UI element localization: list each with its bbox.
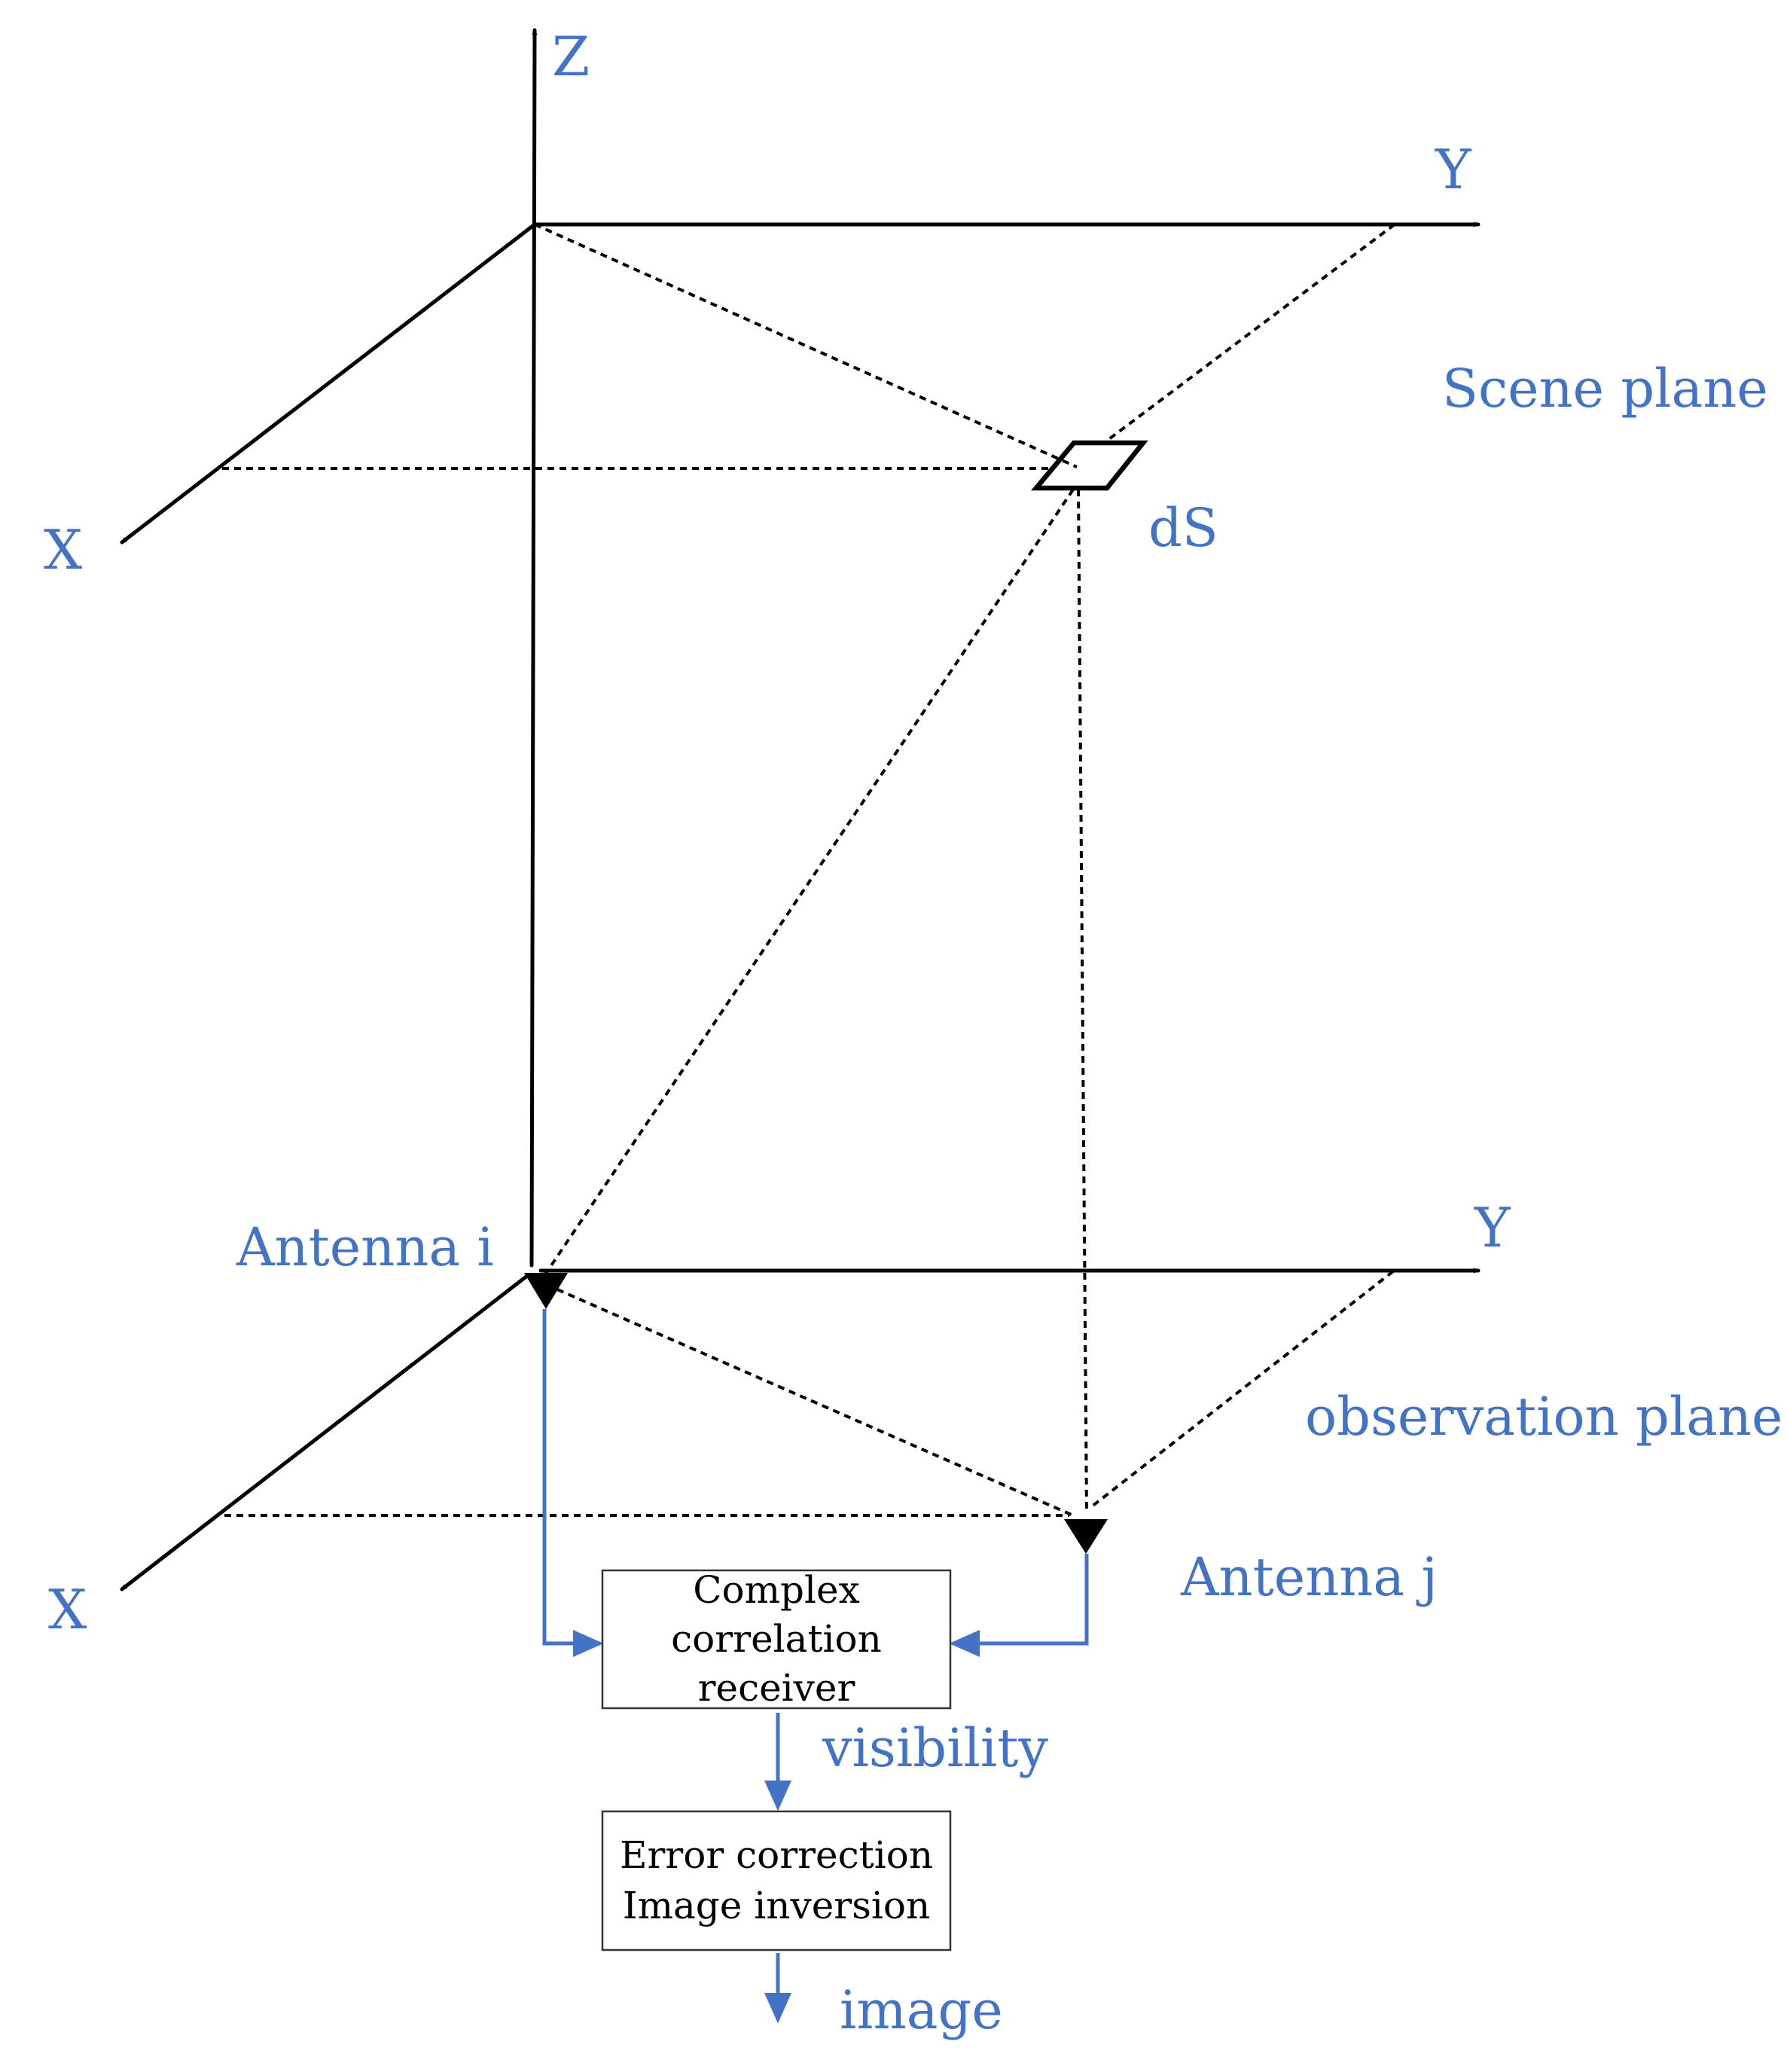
scene-origin-to-ds-line [534,223,1078,468]
ds-surface-element [1031,440,1148,491]
z-axis-line [529,28,538,1268]
obs-y-end-to-antenna-j-line [1090,1270,1395,1508]
scene-y-end-to-ds-line [1105,223,1396,442]
observation-plane-construction [224,1270,1395,1517]
obs-x-axis-line [120,1274,529,1591]
processing-line-2: Image inversion [623,1884,930,1927]
correlator-line-1: Complex [693,1568,860,1612]
correlator-line-3: receiver [698,1666,855,1710]
correlator-line-2: correlation [671,1617,882,1661]
scene-plane-label: Scene plane [1442,358,1768,420]
antenna-i-label: Antenna i [236,1216,494,1278]
correlator-box-frame [601,1569,952,1710]
scene-plane-axes [120,28,1480,1268]
labels: Z Y X Scene plane dS Antenna i Y X obser… [44,25,1782,2041]
z-axis-label: Z [552,25,590,88]
obs-x-axis-label: X [48,1578,87,1641]
antenna-i-to-correlator-arrow [542,1309,604,1657]
scene-y-axis-label: Y [1435,138,1472,201]
antenna-i-marker [524,1273,568,1309]
processing-line-1: Error correction [620,1833,933,1877]
ds-label: dS [1148,497,1218,559]
scene-x-axis-line [120,222,537,545]
processing-box: Error correction Image inversion [601,1810,952,1951]
observation-plane-label: observation plane [1305,1386,1782,1448]
antenna-j-marker [1064,1519,1108,1554]
image-label: image [840,1979,1003,2041]
visibility-label: visibility [822,1717,1048,1779]
obs-origin-to-antenna-j-line [557,1288,1074,1517]
signal-flow [542,1309,1089,2024]
correlator-box: Complex correlation receiver [601,1568,952,1710]
antenna-j-to-correlator-arrow [949,1554,1089,1657]
obs-y-axis-label: Y [1474,1196,1511,1259]
scene-x-axis-label: X [44,518,82,581]
ds-to-antenna-i-line [542,488,1075,1278]
observation-plane-axes [120,1268,1480,1591]
processing-box-frame [601,1810,952,1951]
antenna-j-label: Antenna j [1180,1546,1438,1608]
ds-to-antenna-j-line [1077,489,1088,1515]
scene-plane-construction [222,223,1396,1515]
